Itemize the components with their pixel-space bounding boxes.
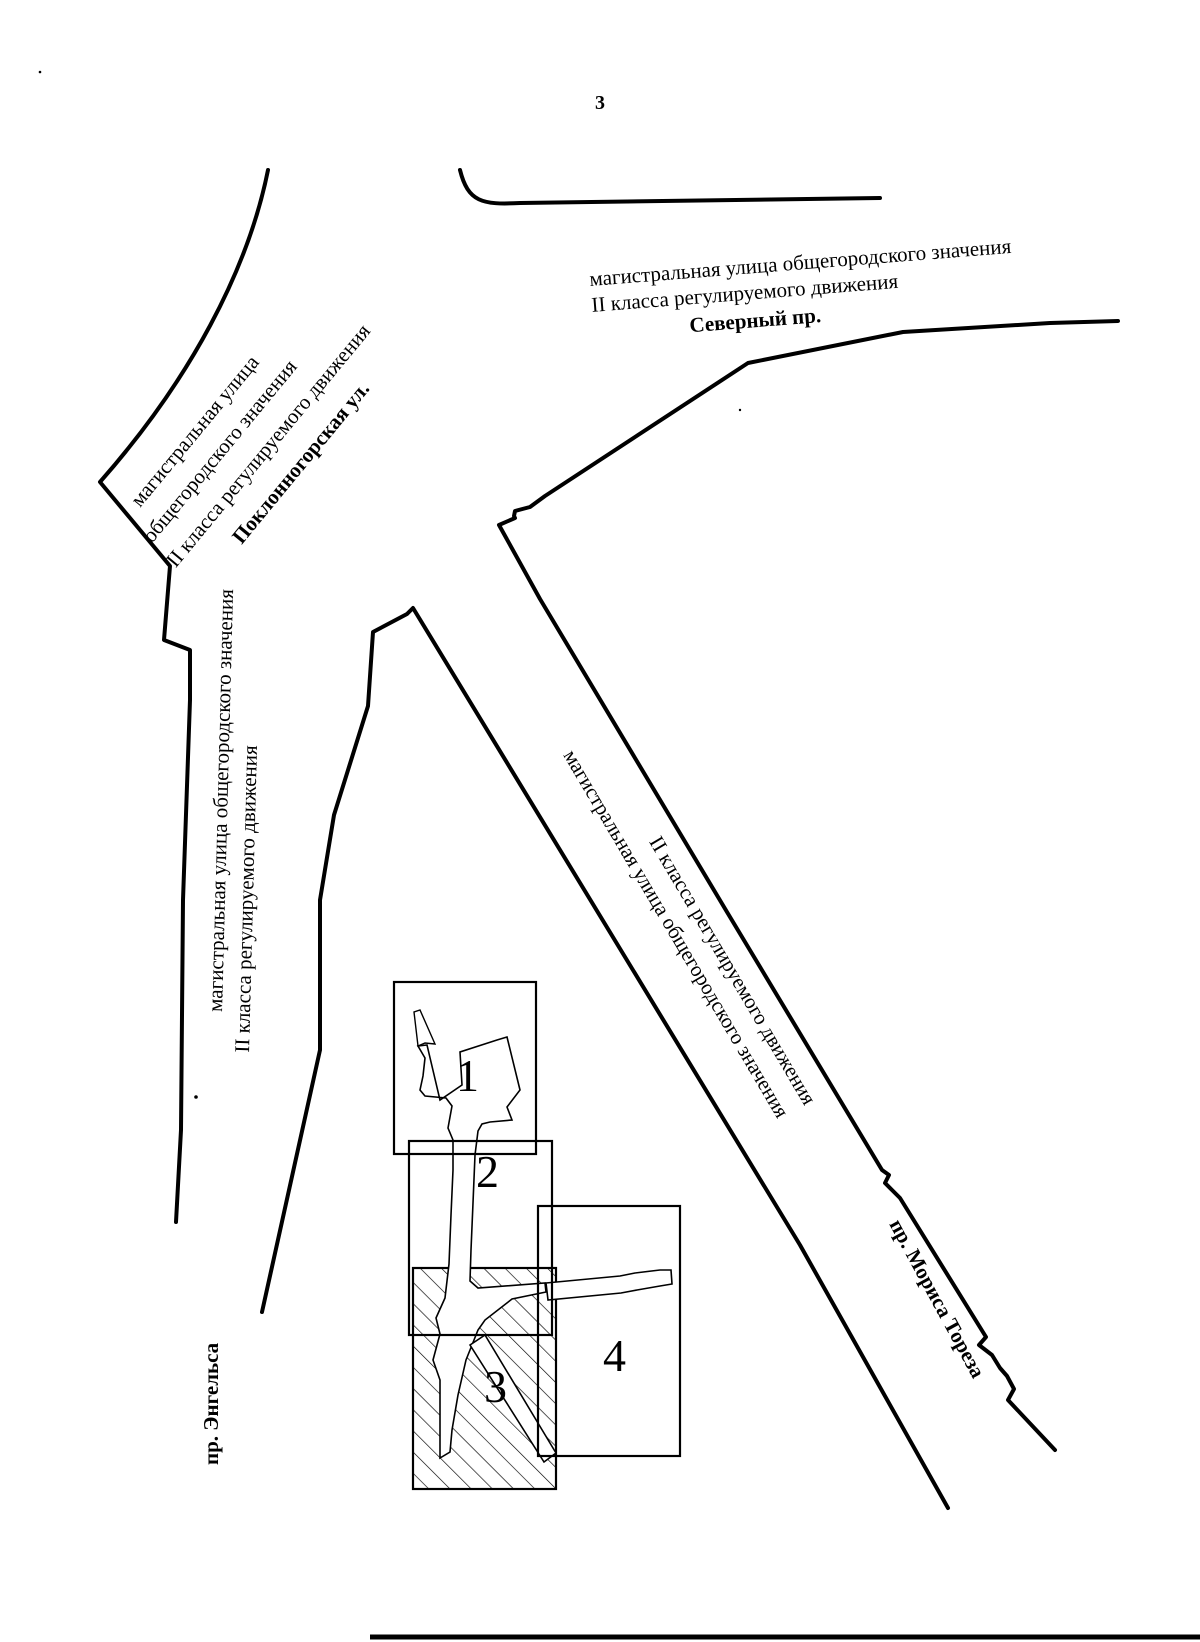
zone-1-frame	[392, 980, 538, 1156]
scan-dot	[738, 408, 742, 412]
page-number: 3	[595, 92, 605, 114]
zone-2-label: 2	[476, 1146, 499, 1197]
zone-4-label: 4	[603, 1330, 626, 1381]
building-outlines	[413, 1009, 673, 1464]
severny-north-curb	[458, 168, 882, 206]
toreza-desc-line1: магистральная улица общегородского значе…	[559, 745, 794, 1122]
severny-south-toreza-east-curb	[497, 319, 1120, 1452]
zone-4-frame	[536, 1204, 682, 1458]
street-engelsa: магистральная улица общегородского значе…	[199, 588, 262, 1465]
zone-frames	[392, 980, 682, 1458]
toreza-desc-line2: II класса регулируемого движения	[644, 832, 821, 1109]
toreza-name: пр. Мориса Тореза	[885, 1215, 991, 1382]
zone-3-label: 3	[484, 1361, 507, 1412]
engelsa-east-toreza-west-curb	[260, 606, 950, 1510]
zone-labels: 1 2 3 4	[456, 1050, 626, 1412]
scan-dot	[194, 1095, 198, 1099]
engelsa-desc-line2: II класса регулируемого движения	[230, 745, 262, 1053]
zone-1-label: 1	[456, 1050, 479, 1101]
poklonnogorskaya-west-curb	[98, 168, 270, 1224]
zone-2-frame	[407, 1139, 554, 1337]
road-outlines	[98, 168, 1120, 1510]
severny-name: Северный пр.	[688, 303, 821, 337]
engelsa-name: пр. Энгельса	[199, 1342, 223, 1465]
scan-dot	[38, 70, 42, 74]
